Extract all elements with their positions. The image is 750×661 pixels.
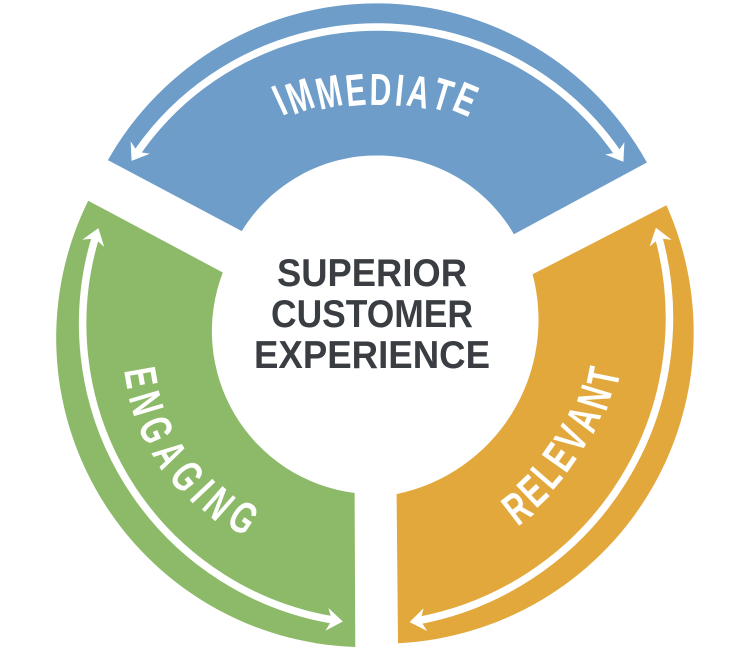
svg-text:D: D [369,65,392,116]
svg-text:E: E [343,65,368,117]
svg-text:CUSTOMER: CUSTOMER [271,293,473,336]
svg-text:SUPERIOR: SUPERIOR [277,252,467,295]
svg-text:EXPERIENCE: EXPERIENCE [254,334,490,377]
